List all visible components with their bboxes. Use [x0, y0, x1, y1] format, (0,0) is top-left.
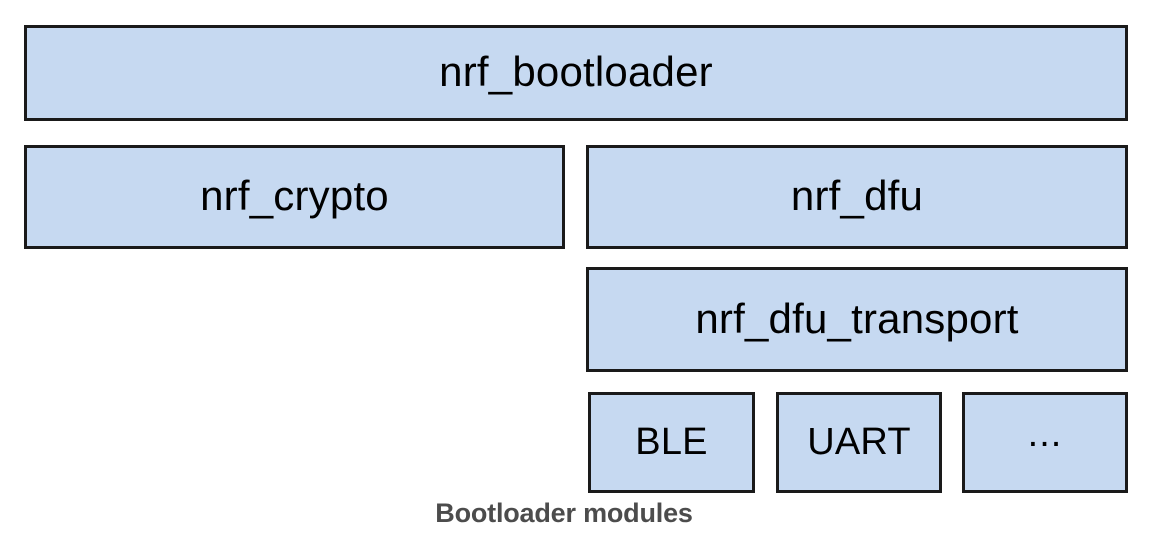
node-nrf-crypto-label: nrf_crypto	[200, 172, 389, 219]
node-nrf-crypto: nrf_crypto	[24, 145, 565, 249]
node-nrf-dfu-transport-label: nrf_dfu_transport	[695, 294, 1019, 342]
node-ble: BLE	[588, 392, 755, 493]
diagram-caption: Bootloader modules	[435, 498, 693, 528]
node-uart-label: UART	[807, 420, 911, 463]
node-nrf-bootloader-label: nrf_bootloader	[439, 48, 713, 95]
node-nrf-dfu-label: nrf_dfu	[790, 172, 924, 219]
node-uart: UART	[776, 392, 942, 493]
node-nrf-dfu: nrf_dfu	[586, 145, 1128, 249]
node-ble-label: BLE	[635, 420, 708, 463]
node-more-transports-label: ...	[1027, 412, 1063, 455]
node-nrf-bootloader: nrf_bootloader	[24, 25, 1128, 121]
node-more-transports: ...	[962, 392, 1128, 493]
node-nrf-dfu-transport: nrf_dfu_transport	[586, 267, 1128, 372]
